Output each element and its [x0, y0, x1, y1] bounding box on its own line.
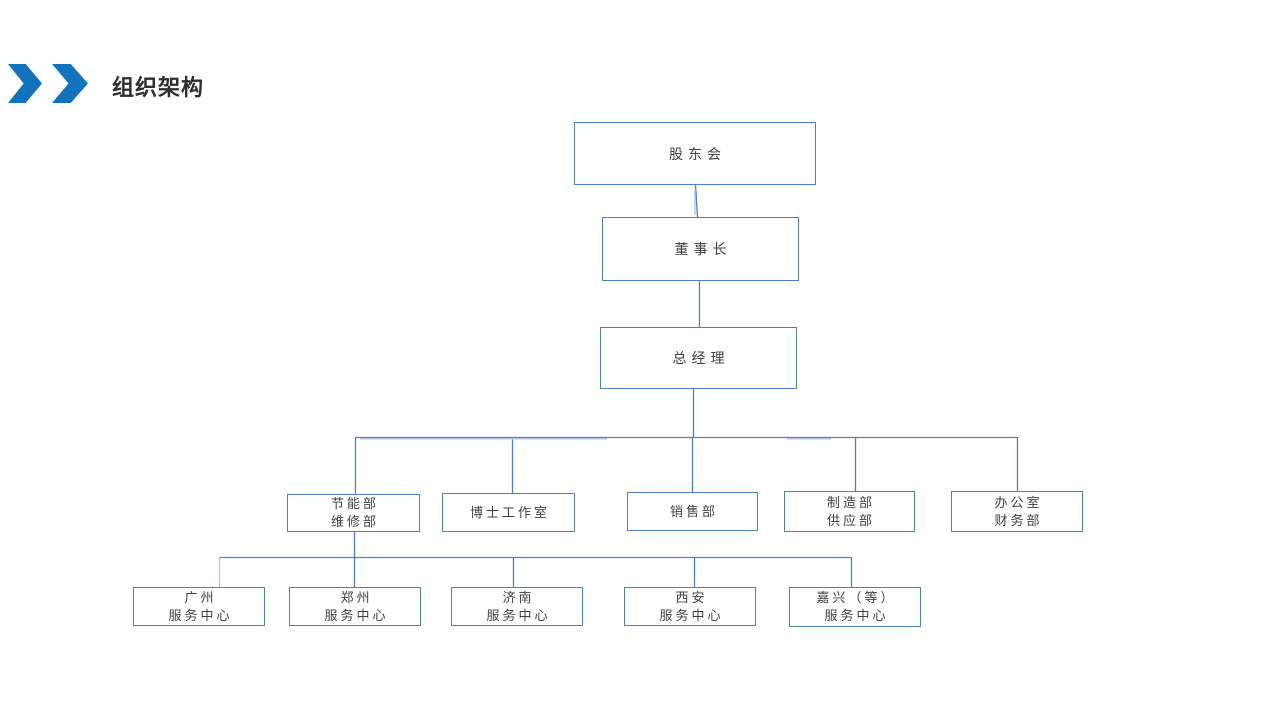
- org-node-label: 广州: [184, 589, 217, 605]
- title-chevrons: [8, 64, 88, 104]
- org-node-label: 销售部: [669, 503, 718, 519]
- org-node-label: 股东会: [669, 145, 726, 162]
- org-node-label: 董事长: [674, 241, 732, 257]
- org-node-jiaxing-service-center: 嘉兴（等） 服务中心: [789, 587, 921, 627]
- org-node-jinan-service-center: 济南 服务中心: [451, 587, 583, 626]
- org-node-label: 服务中心: [824, 608, 889, 623]
- org-node-sales-dept: 销售部: [627, 492, 758, 531]
- org-node-label: 博士工作室: [469, 504, 550, 520]
- org-node-guangzhou-service-center: 广州 服务中心: [133, 587, 265, 626]
- org-node-label: 办公室: [994, 494, 1043, 510]
- org-node-label: 服务中心: [659, 607, 724, 623]
- org-node-label: 供应部: [826, 512, 875, 528]
- org-node-label: 总经理: [672, 350, 730, 366]
- org-node-shareholders: 股东会: [574, 122, 816, 185]
- org-node-manufacturing-supply-dept: 制造部 供应部: [784, 491, 915, 532]
- org-node-xian-service-center: 西安 服务中心: [624, 587, 756, 626]
- org-node-chairman: 董事长: [602, 217, 799, 281]
- org-node-label: 西安: [675, 589, 708, 605]
- org-node-label: 嘉兴（等）: [816, 590, 897, 605]
- org-node-phd-studio: 博士工作室: [442, 493, 575, 532]
- org-node-office-finance-dept: 办公室 财务部: [951, 491, 1083, 532]
- page-title: 组织架构: [112, 75, 205, 100]
- org-node-label: 服务中心: [324, 607, 389, 623]
- org-node-label: 节能部: [330, 496, 379, 511]
- org-node-label: 济南: [502, 589, 535, 605]
- org-node-zhengzhou-service-center: 郑州 服务中心: [289, 587, 421, 626]
- org-node-label: 制造部: [826, 494, 875, 510]
- org-node-label: 财务部: [994, 512, 1043, 528]
- org-node-energy-maintenance-dept: 节能部 维修部: [287, 494, 420, 532]
- org-node-label: 维修部: [330, 514, 379, 529]
- org-node-general-manager: 总经理: [600, 327, 797, 389]
- org-node-label: 服务中心: [168, 607, 233, 623]
- org-node-label: 服务中心: [486, 607, 551, 623]
- org-node-label: 郑州: [340, 589, 373, 605]
